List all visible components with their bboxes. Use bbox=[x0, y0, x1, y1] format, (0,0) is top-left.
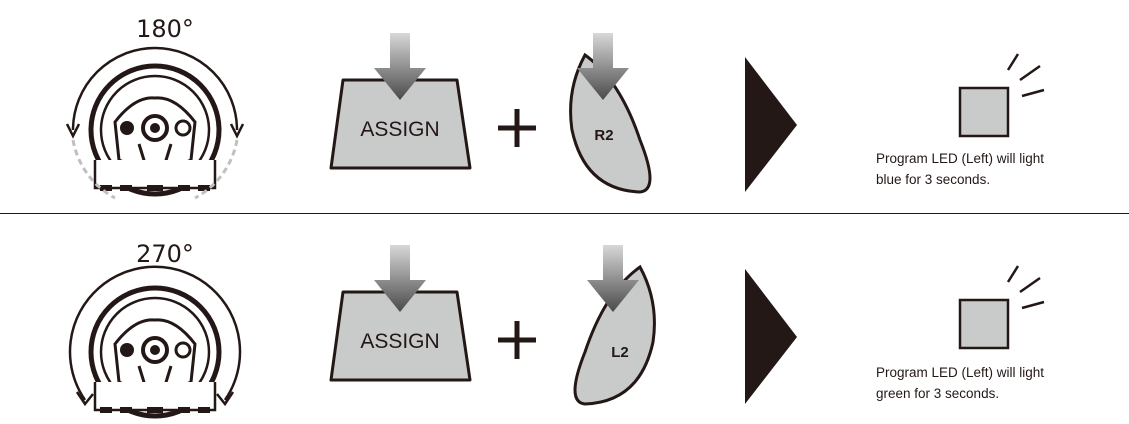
l2-trigger-icon: L2 bbox=[573, 245, 656, 406]
press-arrow-icon bbox=[374, 33, 426, 100]
assign-button-icon: ASSIGN bbox=[329, 33, 472, 170]
assign-label: ASSIGN bbox=[360, 118, 439, 141]
angle-label: 180° bbox=[136, 15, 194, 43]
press-arrow-icon bbox=[374, 245, 426, 312]
plus-icon bbox=[498, 321, 536, 359]
r2-trigger-icon: R2 bbox=[569, 33, 652, 194]
led-icon bbox=[958, 264, 1046, 350]
press-arrow-icon bbox=[587, 245, 639, 312]
row-180: 180° ASSIGN R2 Program LED (Left) will l… bbox=[65, 15, 1048, 200]
trigger-label: R2 bbox=[594, 127, 613, 144]
steering-wheel-icon bbox=[68, 265, 242, 416]
angle-label: 270° bbox=[136, 240, 194, 268]
result-arrow-icon bbox=[745, 57, 797, 192]
plus-icon bbox=[498, 109, 536, 147]
press-arrow-icon bbox=[577, 33, 629, 100]
steering-wheel-icon bbox=[65, 46, 245, 200]
assign-button-icon: ASSIGN bbox=[329, 245, 472, 382]
result-note: Program LED (Left) will light blue for 3… bbox=[876, 151, 1048, 187]
row-270: 270° ASSIGN L2 Program LED (Left) will l… bbox=[68, 240, 1048, 416]
result-note: Program LED (Left) will light green for … bbox=[876, 365, 1048, 401]
led-icon bbox=[958, 52, 1046, 138]
trigger-label: L2 bbox=[611, 344, 629, 361]
result-arrow-icon bbox=[745, 269, 797, 404]
assign-label: ASSIGN bbox=[360, 330, 439, 353]
